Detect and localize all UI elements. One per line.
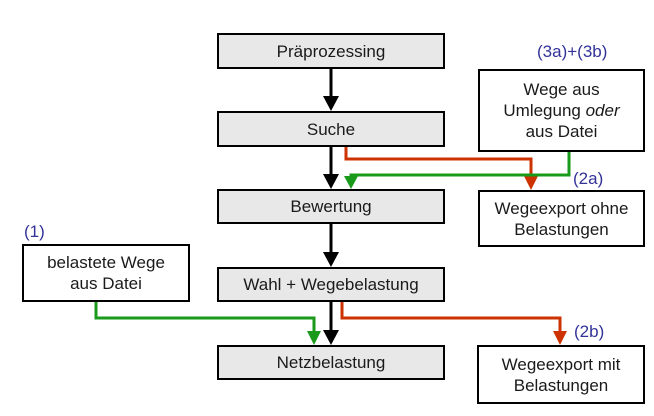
step-label: Wahl + Wegebelastung (243, 275, 419, 294)
step-label: Bewertung (290, 197, 372, 216)
text-emphasis: oder (585, 101, 620, 120)
text-line: aus Datei (525, 122, 598, 141)
arrow-loaded-file-to-network (94, 302, 316, 333)
step-preprocessing: Präprozessing (217, 33, 445, 69)
arrow-routes-source-to-evaluation (349, 152, 571, 178)
data-routes-source: Wege aus Umlegung oder aus Datei (478, 69, 645, 152)
text-line: Wege aus (523, 80, 600, 99)
arrow-choice-to-export-loaded (340, 302, 562, 333)
arrow-search-to-export-unloaded (344, 147, 533, 178)
text-line: belastete Wege (47, 253, 165, 272)
step-evaluation: Bewertung (217, 189, 445, 224)
step-label: Präprozessing (276, 41, 386, 61)
arrowhead (553, 331, 567, 345)
step-label: Netzbelastung (276, 353, 386, 372)
export-flow-arrows (340, 147, 567, 345)
label-3a-3b: (3a)+(3b) (537, 42, 608, 61)
arrowhead (323, 174, 339, 189)
text-line: Belastungen (513, 375, 609, 395)
step-search: Suche (217, 111, 445, 147)
arrowhead (323, 252, 339, 267)
text-segment: Umlegung (503, 101, 586, 120)
label-1: (1) (24, 222, 45, 241)
arrowhead (307, 331, 321, 345)
label-2b: (2b) (574, 322, 605, 341)
text-line: Umlegung oder (503, 100, 619, 121)
text-line: Wegeexport ohne (494, 198, 629, 218)
arrowhead (344, 176, 358, 189)
data-export-unloaded: Wegeexport ohne Belastungen (478, 190, 645, 247)
step-network-load: Netzbelastung (217, 345, 445, 380)
label-2a: (2a) (573, 169, 604, 188)
input-flow-arrows (94, 152, 571, 345)
text-line: Wegeexport mit (501, 354, 621, 374)
arrowhead (524, 176, 538, 190)
main-flow-arrows (323, 69, 339, 345)
arrowhead (323, 330, 339, 345)
arrowhead (323, 96, 339, 111)
step-choice: Wahl + Wegebelastung (217, 267, 445, 302)
text-line: Belastungen (514, 219, 609, 239)
data-loaded-routes-file: belastete Wege aus Datei (22, 244, 190, 302)
data-export-loaded: Wegeexport mit Belastungen (477, 345, 645, 404)
step-label: Suche (306, 119, 356, 139)
text-line: aus Datei (70, 274, 142, 293)
